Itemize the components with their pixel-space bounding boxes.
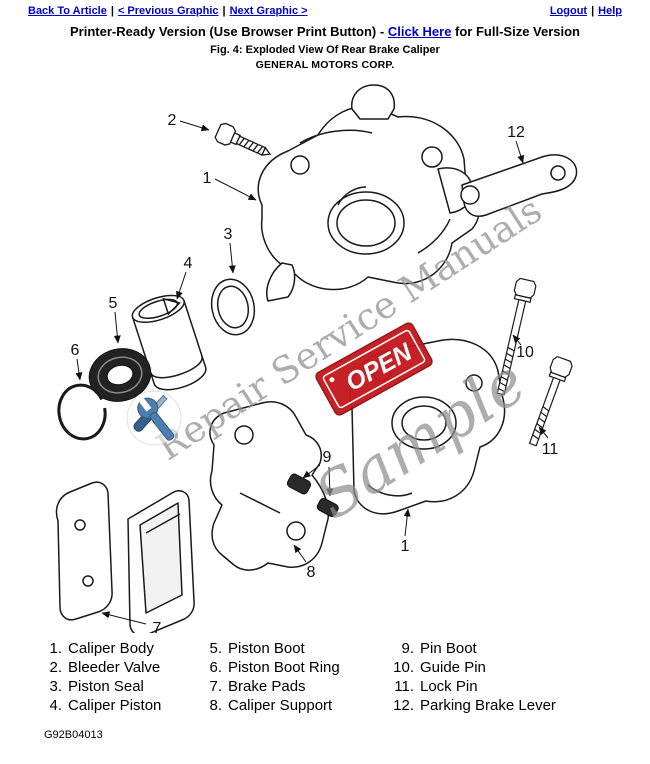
callout-7: 7 (153, 620, 162, 633)
legend-item-2: 2. Bleeder Valve (44, 658, 204, 677)
legend-item-3: 3. Piston Seal (44, 677, 204, 696)
legend-item-10: 10. Guide Pin (388, 658, 628, 677)
legend-column-3: 9. Pin Boot 10. Guide Pin 11. Lock Pin 12. P… (388, 639, 628, 715)
legend-item-label: Caliper Body (68, 640, 154, 657)
tools-logo-icon (126, 390, 182, 446)
legend-item-number: 11. (394, 678, 414, 695)
callout-4: 4 (184, 255, 193, 272)
parts-legend: 1. Caliper Body 2. Bleeder Valve 3. Piston … (0, 639, 650, 715)
pin-boots-part (286, 473, 339, 517)
callout-6: 6 (71, 342, 80, 359)
logout-link[interactable]: Logout (549, 5, 588, 17)
legend-item-label: Piston Boot Ring (228, 659, 340, 676)
nav-separator: | (591, 5, 595, 17)
legend-item-label: Pin Boot (420, 640, 477, 657)
printer-ready-suffix: for Full-Size Version (451, 24, 580, 39)
nav-separator: | (222, 5, 226, 17)
legend-item-label: Brake Pads (228, 678, 306, 695)
callout-leader-lines (75, 120, 549, 625)
previous-graphic-link[interactable]: < Previous Graphic (117, 5, 219, 17)
legend-item-label: Caliper Support (228, 697, 333, 714)
legend-item-number: 1. (49, 640, 62, 657)
legend-item-label: Lock Pin (420, 678, 478, 695)
callout-2: 2 (168, 112, 177, 129)
legend-item-5: 5. Piston Boot (204, 639, 388, 658)
nav-separator: | (110, 5, 114, 17)
callout-5: 5 (109, 295, 118, 312)
exploded-diagram-svg: 1 2 3 4 5 6 7 8 9 10 11 12 1 Repair Serv… (55, 84, 578, 637)
figure-caption: Fig. 4: Exploded View Of Rear Brake Cali… (210, 44, 440, 56)
legend-item-number: 5. (209, 640, 222, 657)
legend-item-11: 11. Lock Pin (388, 677, 628, 696)
callout-9: 9 (323, 449, 332, 466)
figure-id: G92B04013 (44, 729, 103, 741)
legend-item-4: 4. Caliper Piston (44, 696, 204, 715)
bleeder-valve-part (214, 122, 272, 156)
help-link[interactable]: Help (598, 5, 622, 17)
lock-pin-part (528, 355, 573, 447)
piston-boot-ring-part (57, 383, 107, 441)
brake-pads-part (55, 481, 195, 637)
legend-item-number: 4. (49, 697, 62, 714)
legend-item-12: 12. Parking Brake Lever (388, 696, 628, 715)
brake-caliper-diagram: 1 2 3 4 5 6 7 8 9 10 11 12 1 Repair Serv… (0, 73, 650, 637)
caliper-piston-part (131, 294, 207, 391)
legend-item-number: 12. (393, 697, 414, 714)
legend-item-label: Caliper Piston (68, 697, 162, 714)
legend-item-label: Parking Brake Lever (420, 697, 556, 714)
legend-item-number: 10. (393, 659, 414, 676)
legend-item-6: 6. Piston Boot Ring (204, 658, 388, 677)
legend-item-label: Guide Pin (420, 659, 486, 676)
legend-item-label: Piston Boot (228, 640, 305, 657)
legend-column-1: 1. Caliper Body 2. Bleeder Valve 3. Piston … (44, 639, 204, 715)
legend-item-1: 1. Caliper Body (44, 639, 204, 658)
legend-item-9: 9. Pin Boot (388, 639, 628, 658)
manufacturer-name: GENERAL MOTORS CORP. (255, 59, 395, 71)
callout-3: 3 (224, 226, 233, 243)
callout-8: 8 (307, 564, 316, 581)
callout-11: 11 (542, 441, 559, 458)
callout-10: 10 (516, 344, 534, 361)
legend-item-7: 7. Brake Pads (204, 677, 388, 696)
legend-column-2: 5. Piston Boot 6. Piston Boot Ring 7. Brake… (204, 639, 388, 715)
caliper-support-part (209, 401, 330, 571)
legend-item-number: 3. (49, 678, 62, 695)
callout-1a: 1 (203, 170, 212, 187)
back-to-article-link[interactable]: Back To Article (28, 5, 107, 17)
nav-left: Back To Article|< Previous Graphic|Next … (28, 5, 308, 17)
guide-pin-part (496, 277, 537, 396)
top-navigation: Back To Article|< Previous Graphic|Next … (0, 0, 650, 19)
open-stamp-dot (329, 377, 335, 383)
callout-numbers: 1 2 3 4 5 6 7 8 9 10 11 12 1 (71, 112, 559, 637)
legend-item-label: Bleeder Valve (68, 659, 161, 676)
piston-seal-part (210, 278, 256, 336)
legend-item-label: Piston Seal (68, 678, 144, 695)
printer-ready-prefix: Printer-Ready Version (Use Browser Print… (69, 24, 388, 39)
nav-right: Logout|Help (550, 5, 622, 17)
printer-ready-line: Printer-Ready Version (Use Browser Print… (0, 24, 650, 39)
legend-item-number: 8. (209, 697, 222, 714)
legend-item-8: 8. Caliper Support (204, 696, 388, 715)
legend-item-number: 6. (209, 659, 222, 676)
callout-1b: 1 (401, 538, 410, 555)
click-here-link[interactable]: Click Here (387, 24, 452, 39)
legend-item-number: 2. (49, 659, 62, 676)
legend-item-number: 7. (209, 678, 222, 695)
next-graphic-link[interactable]: Next Graphic > (229, 5, 308, 17)
piston-boot-part (88, 348, 152, 402)
callout-12: 12 (507, 124, 525, 141)
legend-item-number: 9. (401, 640, 414, 657)
parking-brake-lever-part (460, 154, 578, 217)
